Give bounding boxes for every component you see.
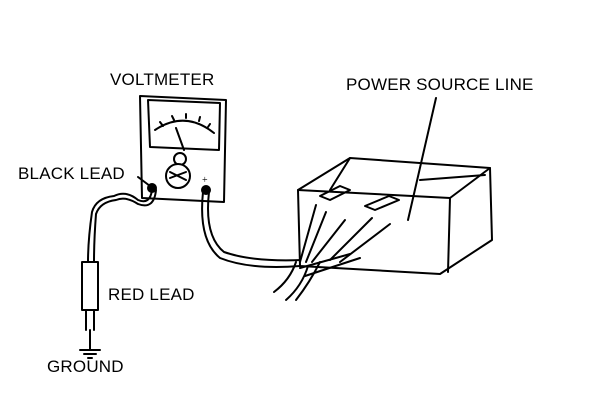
ground-label: GROUND bbox=[47, 357, 124, 376]
voltmeter-label: VOLTMETER bbox=[110, 70, 215, 89]
black-lead-label: BLACK LEAD bbox=[18, 164, 125, 183]
red-lead-wire bbox=[201, 191, 303, 268]
voltmeter-drawing: + bbox=[139, 95, 227, 203]
power-source-leader-line bbox=[407, 97, 437, 221]
red-lead-label: RED LEAD bbox=[108, 285, 195, 304]
black-lead-wire bbox=[79, 189, 157, 359]
svg-text:+: + bbox=[202, 175, 208, 186]
power-source-line-label: POWER SOURCE LINE bbox=[346, 75, 534, 94]
black-lead-leader-line bbox=[137, 176, 151, 187]
connector-box bbox=[273, 157, 493, 301]
